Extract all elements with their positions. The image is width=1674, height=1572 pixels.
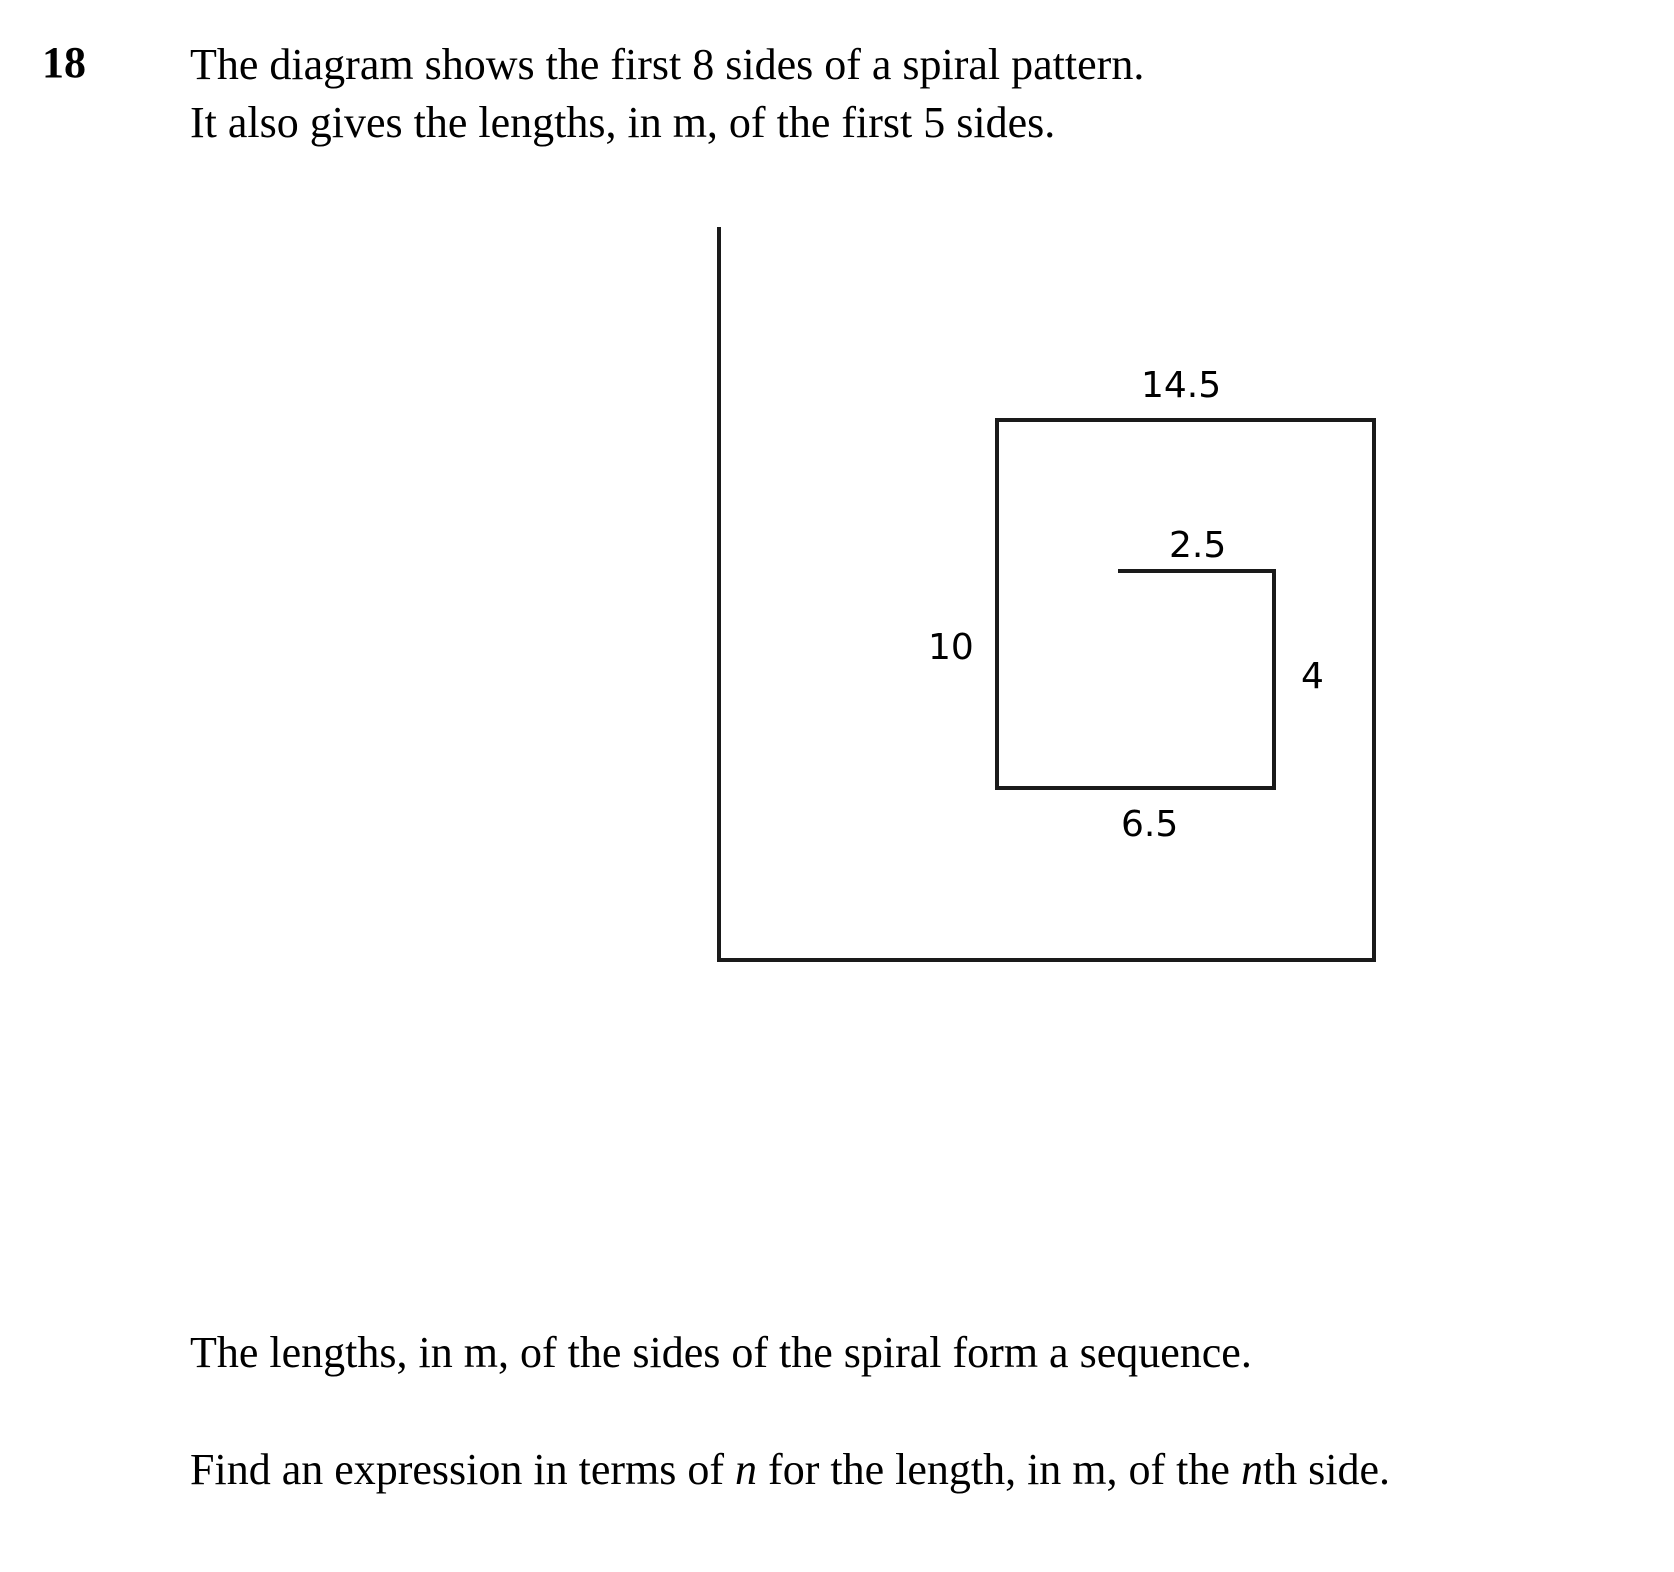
question-number: 18 <box>42 38 86 87</box>
variable-n: n <box>735 1445 758 1494</box>
intro-line-1: The diagram shows the first 8 sides of a… <box>190 40 1145 89</box>
spiral-diagram: 2.5 4 6.5 10 14.5 <box>717 227 1376 962</box>
sequence-statement: The lengths, in m, of the sides of the s… <box>190 1328 1252 1377</box>
label-side-4: 10 <box>928 627 974 668</box>
question-intro: The diagram shows the first 8 sides of a… <box>190 36 1144 152</box>
intro-line-2: It also gives the lengths, in m, of the … <box>190 98 1056 147</box>
task-part-2: for the length, in m, of the <box>757 1445 1241 1494</box>
label-side-5: 14.5 <box>1141 365 1221 406</box>
variable-n-2: n <box>1240 1445 1263 1494</box>
task-part-1: Find an expression in terms of <box>190 1445 736 1494</box>
task-instruction: Find an expression in terms of n for the… <box>190 1442 1390 1498</box>
task-part-3: th side. <box>1262 1445 1391 1494</box>
label-side-1: 2.5 <box>1169 525 1226 566</box>
label-side-2: 4 <box>1301 656 1324 697</box>
label-side-3: 6.5 <box>1121 804 1178 845</box>
